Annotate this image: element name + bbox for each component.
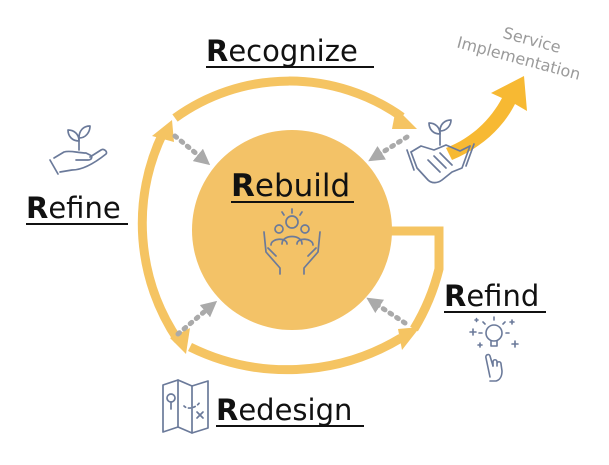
arrowhead-right [392,108,417,129]
cycle-connector [388,226,444,332]
stage-label-refind: Refind [444,279,539,313]
dotted-arrow-bottom-right [366,297,408,326]
handshake-plant-icon [406,119,475,184]
hand-plant-icon [49,125,108,175]
map-icon [162,379,209,434]
cycle-arc-left [137,131,182,343]
dotted-arrow-bottom-left [175,300,218,337]
lightbulb-idea-icon [469,316,519,382]
dotted-arrow-top-right [368,134,410,162]
arrowhead-left-bottom [170,328,190,354]
cycle-arrowheads [152,108,420,354]
stage-label-redesign: Redesign [216,393,352,427]
arrowhead-left-top [152,120,174,142]
cycle-arc-top [172,76,405,122]
exit-label: Service Implementation [455,23,583,84]
exit-arrow [446,76,527,160]
cycle-arc-bottom [188,334,404,375]
center-circle [192,130,392,330]
hands-people-icon [263,208,321,275]
dotted-arrow-top-left [172,133,211,166]
stage-label-refine: Refine [26,191,121,225]
center-label: Rebuild [231,168,350,204]
stage-label-recognize: Recognize [206,34,358,68]
arrowhead-bottom-right [398,327,420,350]
cycle-ring [137,76,444,375]
